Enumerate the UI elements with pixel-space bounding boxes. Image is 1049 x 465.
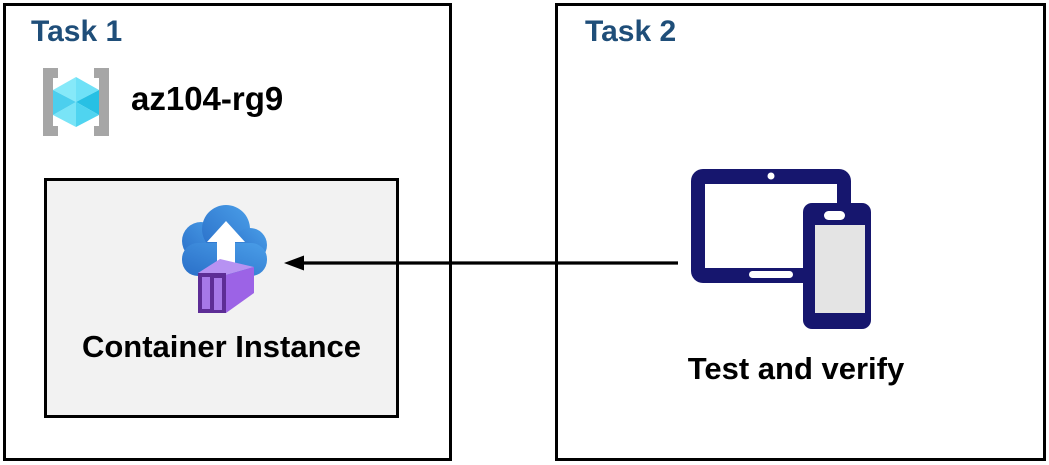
task1-title: Task 1 [31, 15, 123, 48]
test-and-verify-label: Test and verify [687, 351, 905, 386]
connector-arrow-icon [284, 255, 678, 271]
container-glyph [197, 259, 254, 313]
container-instance-box: Container Instance [44, 178, 399, 418]
devices-icon [691, 169, 871, 329]
container-instance-icon [181, 205, 267, 313]
task2-box: Task 2 Test and verify [555, 3, 1046, 461]
task2-title: Task 2 [585, 15, 677, 48]
resource-group-name: az104-rg9 [131, 80, 284, 117]
task1-box: Task 1 az104-rg9 [3, 3, 452, 461]
resource-group-icon [43, 68, 109, 136]
upload-arrow-glyph [206, 221, 245, 271]
phone-glyph [803, 203, 871, 329]
cube-glyph [53, 77, 99, 127]
container-instance-label: Container Instance [81, 329, 362, 364]
